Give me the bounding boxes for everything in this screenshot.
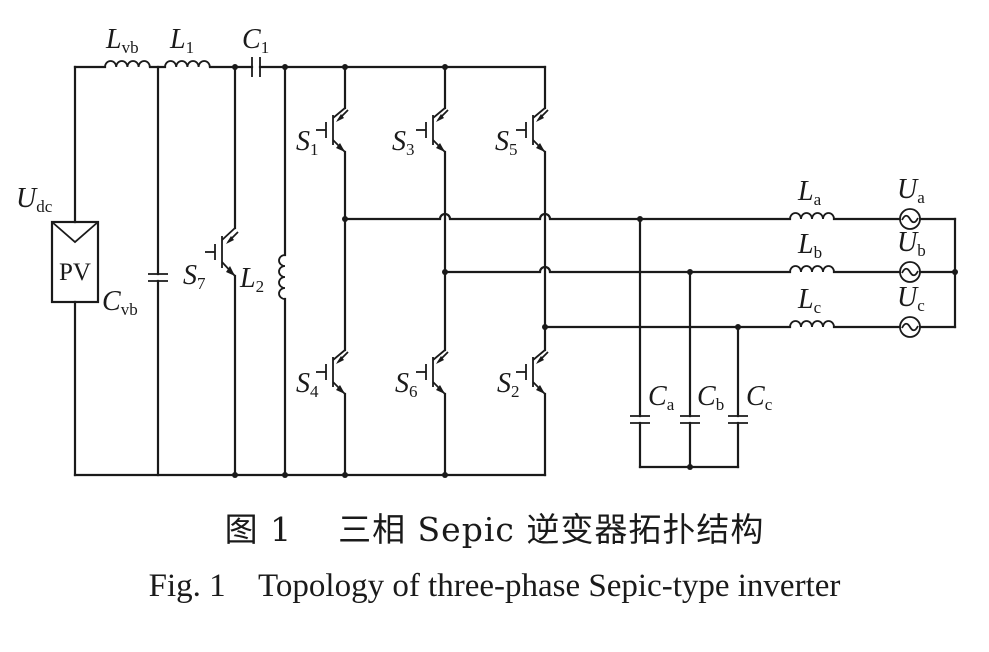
ua-label: Ua (897, 174, 925, 207)
ub-label: Ub (897, 227, 926, 260)
uc-label: Uc (897, 282, 925, 315)
lvb-label: Lvb (105, 24, 139, 57)
inductor-l2 (278, 65, 287, 477)
s2-label: S2 (497, 368, 520, 401)
s7-label: S7 (183, 260, 206, 293)
s3-label: S3 (392, 126, 415, 159)
udc-label: Udc (16, 183, 53, 216)
la-label: La (797, 176, 822, 209)
ac-source-ub (899, 261, 957, 283)
circuit-diagram: PV Udc Lvb L1 Cvb C1 S7 (16, 24, 958, 478)
leg-a (316, 65, 349, 477)
s4-label: S4 (296, 368, 319, 401)
pv-source (50, 65, 100, 477)
inductor-lvb (104, 60, 151, 68)
figure-caption-english: Fig. 1 Topology of three-phase Sepic-typ… (148, 568, 841, 604)
cb-label: Cb (697, 381, 724, 414)
s6-label: S6 (395, 368, 418, 401)
s1-label: S1 (296, 126, 319, 159)
pv-label: PV (59, 259, 91, 286)
switch-s7 (205, 65, 239, 477)
capacitor-cc (728, 325, 748, 469)
ac-source-ua (899, 208, 957, 230)
ac-source-uc (899, 316, 957, 338)
inductor-la (789, 212, 901, 221)
leg-c (516, 65, 549, 477)
capacitor-c1 (251, 57, 261, 77)
l1-label: L1 (169, 24, 194, 57)
cvb-label: Cvb (102, 286, 138, 319)
inductor-lc (789, 320, 901, 329)
capacitor-cb (680, 270, 700, 469)
cc-label: Cc (746, 381, 773, 414)
lb-label: Lb (797, 229, 822, 262)
lc-label: Lc (797, 284, 822, 317)
phase-b-wire (443, 265, 792, 274)
inductor-lb (789, 265, 901, 274)
inductor-l1 (164, 60, 211, 68)
s5-label: S5 (495, 126, 518, 159)
l2-label: L2 (239, 263, 264, 296)
leg-b (416, 65, 449, 477)
figure-caption-chinese: 图 1 三相 Sepic 逆变器拓扑结构 (224, 510, 765, 549)
capacitor-ca (630, 217, 650, 469)
capacitor-cvb (148, 65, 168, 477)
phase-a-wire (343, 212, 792, 221)
c1-label: C1 (242, 24, 269, 57)
ca-label: Ca (648, 381, 675, 414)
